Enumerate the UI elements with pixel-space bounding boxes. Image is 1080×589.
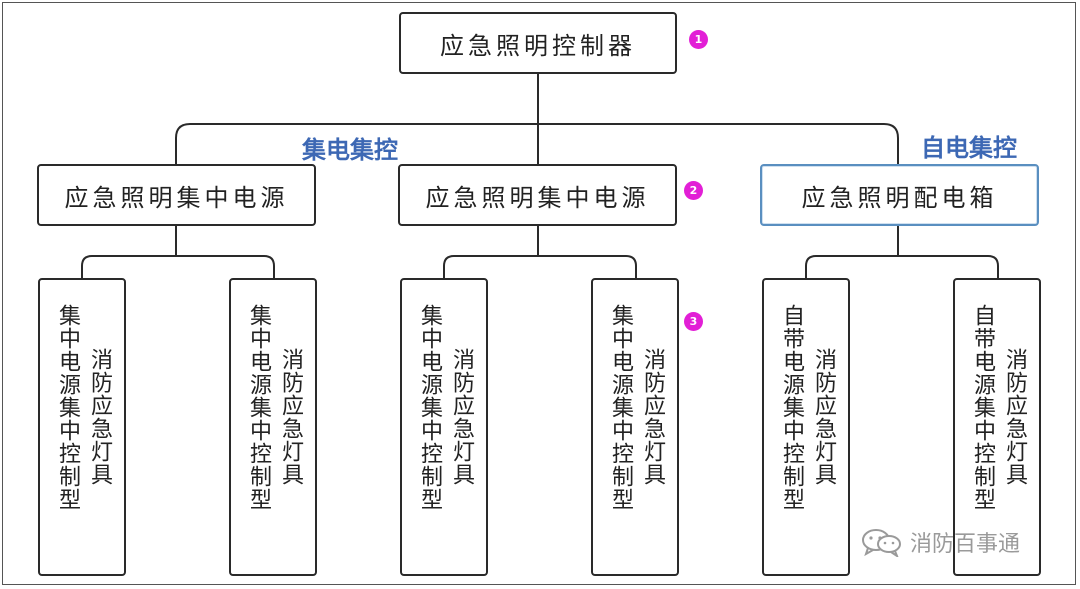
connector-root-branch bbox=[175, 123, 899, 164]
connector-mid2-branch bbox=[443, 255, 637, 278]
watermark: 消防百事通 bbox=[860, 526, 1020, 558]
luminaire-name-5: 消防应急灯具 bbox=[811, 348, 836, 486]
luminaire-type-1: 集中电源集中控制型 bbox=[55, 304, 80, 511]
luminaire-box-3: 集中电源集中控制型 消防应急灯具 bbox=[400, 278, 488, 576]
luminaire-name-2: 消防应急灯具 bbox=[278, 348, 303, 486]
distribution-box: 应急照明配电箱 bbox=[760, 164, 1039, 226]
central-power-box-1: 应急照明集中电源 bbox=[37, 164, 316, 226]
badge-1: 1 bbox=[689, 30, 708, 49]
luminaire-name-6: 消防应急灯具 bbox=[1002, 348, 1027, 486]
controller-box: 应急照明控制器 bbox=[399, 12, 677, 74]
watermark-text: 消防百事通 bbox=[910, 532, 1021, 557]
luminaire-box-4: 集中电源集中控制型 消防应急灯具 bbox=[591, 278, 679, 576]
luminaire-box-1: 集中电源集中控制型 消防应急灯具 bbox=[38, 278, 126, 576]
badge-2: 2 bbox=[684, 181, 703, 200]
group-label-central: 集电集控 bbox=[302, 136, 398, 164]
wechat-icon bbox=[862, 529, 901, 557]
controller-label: 应急照明控制器 bbox=[440, 31, 636, 60]
luminaire-type-2: 集中电源集中控制型 bbox=[246, 304, 271, 511]
luminaire-box-2: 集中电源集中控制型 消防应急灯具 bbox=[229, 278, 317, 576]
luminaire-type-6: 自带电源集中控制型 bbox=[970, 304, 995, 511]
central-power-label-2: 应急照明集中电源 bbox=[425, 183, 650, 212]
luminaire-type-3: 集中电源集中控制型 bbox=[417, 304, 442, 511]
luminaire-box-5: 自带电源集中控制型 消防应急灯具 bbox=[762, 278, 850, 576]
luminaire-name-4: 消防应急灯具 bbox=[640, 348, 665, 486]
luminaire-box-6: 自带电源集中控制型 消防应急灯具 bbox=[953, 278, 1041, 576]
luminaire-type-5: 自带电源集中控制型 bbox=[779, 304, 804, 511]
connector-mid3-branch bbox=[805, 255, 999, 278]
distribution-box-label: 应急照明配电箱 bbox=[801, 183, 998, 212]
central-power-box-2: 应急照明集中电源 bbox=[398, 164, 677, 226]
connector-mid1-branch bbox=[81, 255, 275, 278]
group-label-self: 自电集控 bbox=[921, 134, 1017, 162]
central-power-label-1: 应急照明集中电源 bbox=[64, 183, 289, 212]
luminaire-name-3: 消防应急灯具 bbox=[449, 348, 474, 486]
badge-3: 3 bbox=[684, 312, 703, 331]
luminaire-name-1: 消防应急灯具 bbox=[87, 348, 112, 486]
luminaire-type-4: 集中电源集中控制型 bbox=[608, 304, 633, 511]
